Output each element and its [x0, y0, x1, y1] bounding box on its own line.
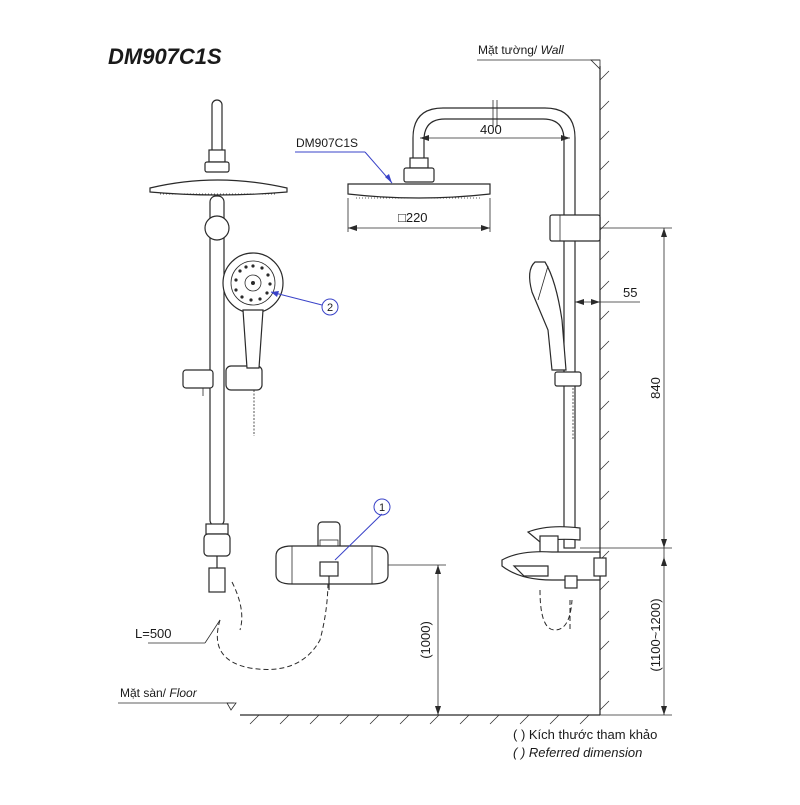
side-head-ball — [403, 167, 435, 183]
side-shower-arm-inner — [423, 118, 565, 218]
front-hose-loop — [216, 579, 329, 670]
wall-hatching — [599, 70, 610, 711]
front-hand-shower-handle — [242, 309, 264, 369]
front-head-connector — [204, 161, 230, 173]
front-hose-top — [231, 581, 243, 631]
side-mixer-outlet — [564, 575, 578, 589]
side-mixer-spout — [512, 565, 549, 577]
side-hand-holder — [554, 371, 582, 387]
callout-2: 2 — [270, 291, 339, 316]
front-spray-nozzles — [234, 264, 272, 302]
dim-head-size: □220 — [398, 210, 428, 225]
side-head-nut — [409, 157, 429, 169]
side-shower-arm-outer — [412, 107, 576, 218]
hose-length-label: L=500 — [135, 626, 172, 641]
front-shower-head — [149, 179, 288, 196]
wall-label: Mặt tường/ Wall — [478, 43, 564, 57]
front-bottom-elbow — [203, 533, 231, 557]
callout-1-label: 1 — [379, 502, 385, 514]
side-top-wall-bracket — [549, 214, 601, 242]
side-shower-head — [347, 183, 491, 199]
floor: Mặt sàn/ Floor — [118, 686, 600, 725]
front-head-nut — [208, 149, 226, 163]
front-rail — [209, 195, 225, 527]
callout-2-bubble — [321, 298, 339, 316]
callout-1-bubble — [373, 498, 391, 516]
wall-marker — [590, 59, 601, 70]
floor-label: Mặt sàn/ Floor — [120, 686, 198, 700]
dim-rail-height: 840 — [648, 377, 663, 399]
side-hose-loop — [539, 589, 573, 631]
front-bottom-collar — [205, 523, 229, 535]
dim-arm-length: 400 — [480, 122, 502, 137]
front-mixer-outlet — [319, 561, 339, 577]
floor-hatching — [249, 714, 590, 725]
showerhead-model-callout: DM907C1S — [296, 136, 358, 150]
side-view: DM907C1S 400 □220 55 — [295, 100, 672, 716]
dim-holder-offset: 55 — [623, 285, 637, 300]
model-title: DM907C1S — [108, 44, 222, 69]
front-top-pipe — [211, 99, 223, 159]
legend-line-en: ( ) Referred dimension — [513, 745, 642, 760]
front-view: L=500 — [135, 99, 329, 670]
front-hand-holder — [225, 365, 263, 391]
floor-marker — [226, 702, 237, 711]
legend: ( ) Kích thước tham khảo ( ) Referred di… — [513, 727, 657, 760]
side-mixer-wall-flange — [593, 557, 607, 577]
front-slide-bracket — [182, 369, 214, 389]
front-rail-joint — [204, 215, 230, 241]
dim-mixer-height-right: (1100~1200) — [648, 598, 663, 671]
front-mixer: 1 (1000) — [275, 498, 446, 715]
callout-2-label: 2 — [327, 302, 333, 314]
wall: Mặt tường/ Wall — [477, 43, 610, 715]
dim-mixer-height-left: (1000) — [418, 621, 433, 659]
front-bottom-nut — [208, 567, 226, 593]
legend-line-vi: ( ) Kích thước tham khảo — [513, 727, 657, 742]
side-hand-shower — [529, 261, 567, 371]
